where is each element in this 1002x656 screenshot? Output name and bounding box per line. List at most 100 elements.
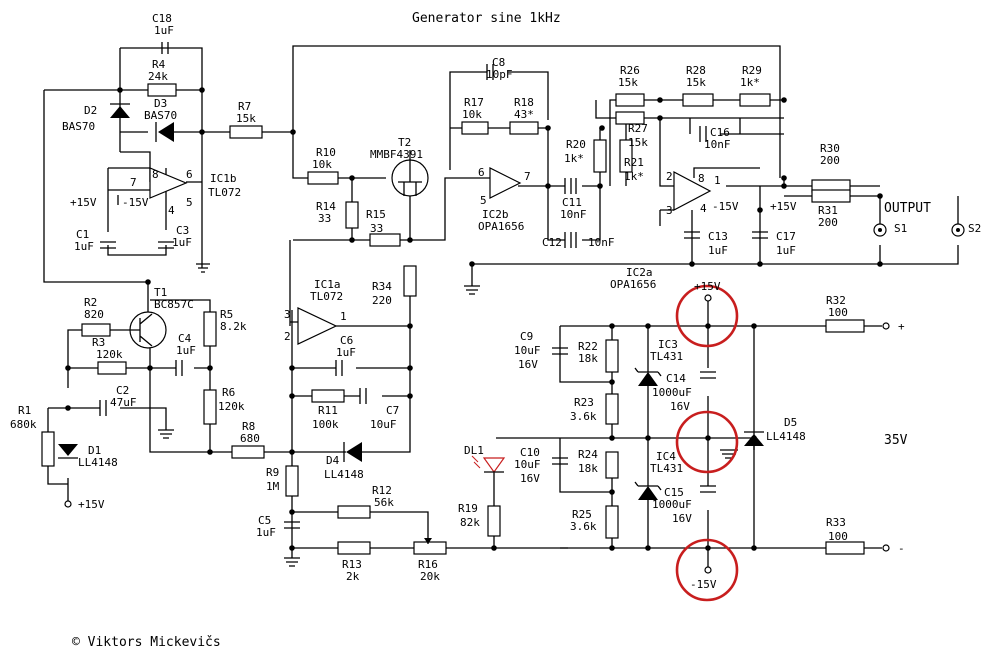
label-r23: R23 <box>574 396 594 409</box>
value-c6: 1uF <box>336 346 356 359</box>
supply-label: -15V <box>712 200 739 213</box>
label-r7: R7 <box>238 100 251 113</box>
value-r21: 1k* <box>624 170 644 183</box>
label-r32: R32 <box>826 294 846 307</box>
label-t1: T1 <box>154 286 167 299</box>
label-r27: R27 <box>628 122 648 135</box>
value-r6: 120k <box>218 400 245 413</box>
value-r3: 120k <box>96 348 123 361</box>
pin-number: 7 <box>130 176 137 189</box>
label-r31: R31 <box>818 204 838 217</box>
value-r7: 15k <box>236 112 256 125</box>
value-d1: LL4148 <box>78 456 118 469</box>
value-c17: 1uF <box>776 244 796 257</box>
value-c5: 1uF <box>256 526 276 539</box>
value-r24: 18k <box>578 462 598 475</box>
voltage-c15: 16V <box>672 512 692 525</box>
label-r30: R30 <box>820 142 840 155</box>
value-r18: 43* <box>514 108 534 121</box>
diodes <box>58 103 764 500</box>
label-r22: R22 <box>578 340 598 353</box>
label-c2: C2 <box>116 384 129 397</box>
label-r4: R4 <box>152 58 166 71</box>
value-r34: 220 <box>372 294 392 307</box>
label-r16: R16 <box>418 558 438 571</box>
label-ic4: IC4 <box>656 450 676 463</box>
label-r8: R8 <box>242 420 255 433</box>
opamps <box>149 167 712 345</box>
value-c3: 1uF <box>172 236 192 249</box>
value-c14: 1000uF <box>652 386 692 399</box>
label-r34: R34 <box>372 280 392 293</box>
value-r19: 82k <box>460 516 480 529</box>
value-r28: 15k <box>686 76 706 89</box>
value-t2: MMBF4391 <box>370 148 423 161</box>
label-ic2a: IC2a <box>626 266 653 279</box>
terminals <box>64 223 965 574</box>
value-r9: 1M <box>266 480 280 493</box>
label-ic2b: IC2b <box>482 208 509 221</box>
output-label: OUTPUT <box>884 201 931 216</box>
supply-label: +15V <box>70 196 97 209</box>
label-r6: R6 <box>222 386 235 399</box>
label-s2: S2 <box>968 222 981 235</box>
value-r8: 680 <box>240 432 260 445</box>
value-ic1b: TL072 <box>208 186 241 199</box>
pin-number: 4 <box>700 202 707 215</box>
pin-number: 4 <box>168 204 175 217</box>
resistors <box>41 83 865 555</box>
pin-number: 1 <box>340 310 347 323</box>
pin-number: 8 <box>698 172 705 185</box>
value-r33: 100 <box>828 530 848 543</box>
value-r26: 15k <box>618 76 638 89</box>
value-r32: 100 <box>828 306 848 319</box>
value-c11: 10nF <box>560 208 587 221</box>
label-c13: C13 <box>708 230 728 243</box>
value-r10: 10k <box>312 158 332 171</box>
value-ic4: TL431 <box>650 462 683 475</box>
label-c5: C5 <box>258 514 271 527</box>
value-c1: 1uF <box>74 240 94 253</box>
value-c13: 1uF <box>708 244 728 257</box>
value-r12: 56k <box>374 496 394 509</box>
label-ic1a: IC1a <box>314 278 341 291</box>
label-ic3: IC3 <box>658 338 678 351</box>
label-c11: C11 <box>562 196 582 209</box>
value-t1: BC857C <box>154 298 194 311</box>
label-c12: C12 <box>542 236 562 249</box>
label-c1: C1 <box>76 228 89 241</box>
supply-note: 35V <box>884 433 908 448</box>
copyright: © Viktors Mickevičs <box>72 635 221 650</box>
value-r29: 1k* <box>740 76 760 89</box>
label-r11: R11 <box>318 404 338 417</box>
highlight-circles <box>675 284 739 602</box>
label-d5: D5 <box>784 416 797 429</box>
label-d2: D2 <box>84 104 97 117</box>
label-r21: R21 <box>624 156 644 169</box>
label-r19: R19 <box>458 502 478 515</box>
value-d5: LL4148 <box>766 430 806 443</box>
pin-number: 5 <box>480 194 487 207</box>
pin-number: 5 <box>186 196 193 209</box>
value-r5: 8.2k <box>220 320 247 333</box>
label-r10: R10 <box>316 146 336 159</box>
value-d2: BAS70 <box>62 120 95 133</box>
label-r5: R5 <box>220 308 233 321</box>
pin-number: 3 <box>284 308 291 321</box>
label-c15: C15 <box>664 486 684 499</box>
label-c4: C4 <box>178 332 192 345</box>
pin-number: 2 <box>284 330 291 343</box>
label-r26: R26 <box>620 64 640 77</box>
value-c10: 10uF <box>514 458 541 471</box>
label-r12: R12 <box>372 484 392 497</box>
supply-label: +15V <box>78 498 105 511</box>
terminal-minus: - <box>898 542 905 555</box>
labels: Generator sine 1kHz © Viktors Mickevičs … <box>10 11 981 650</box>
label-r29: R29 <box>742 64 762 77</box>
label-c16: C16 <box>710 126 730 139</box>
label-r1: R1 <box>18 404 31 417</box>
label-d1: D1 <box>88 444 101 457</box>
label-c14: C14 <box>666 372 686 385</box>
pin-number: 1 <box>714 174 721 187</box>
